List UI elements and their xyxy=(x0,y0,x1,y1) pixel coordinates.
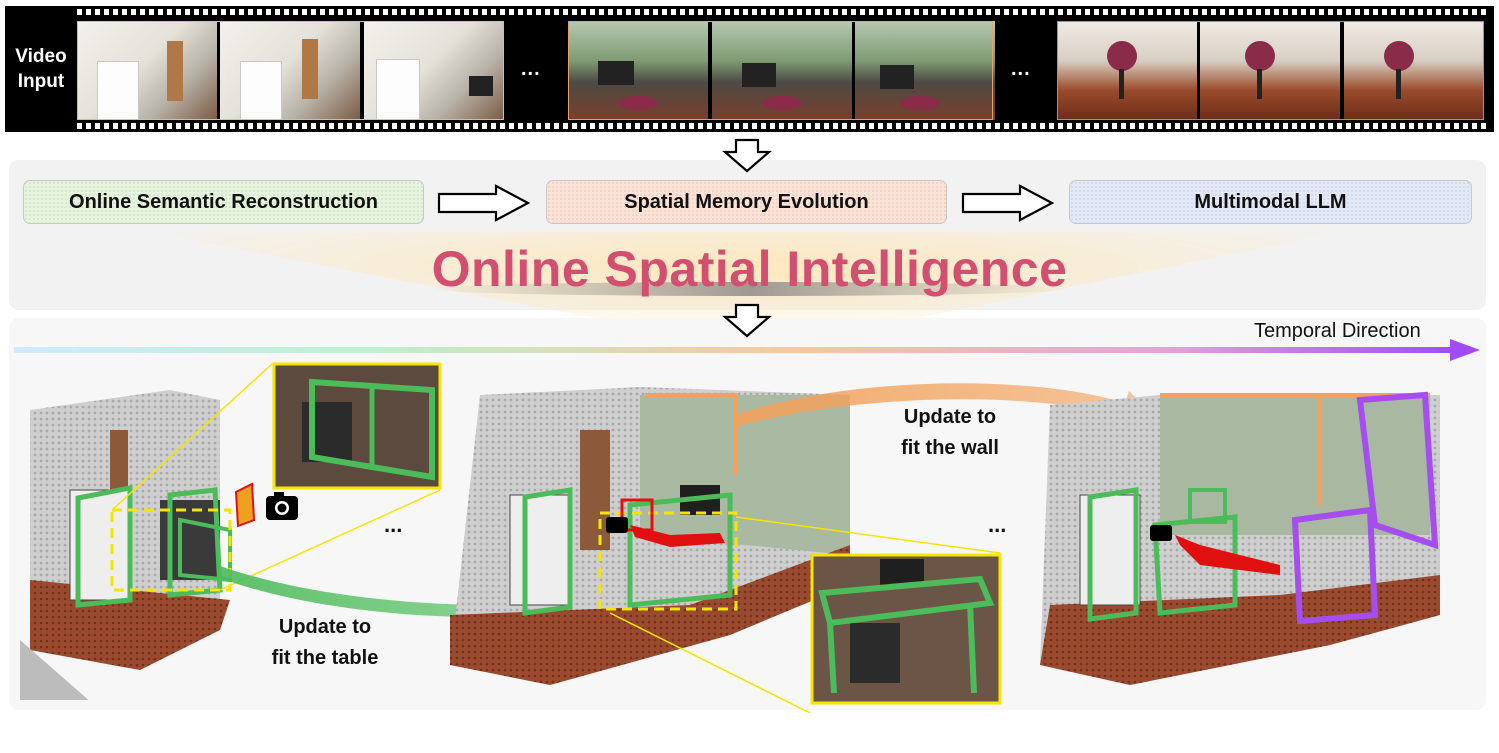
inset-table-after xyxy=(810,553,1002,705)
inset-leader-lines xyxy=(609,516,1001,714)
diagram-title: Online Spatial Intelligence xyxy=(431,241,1068,297)
ellipsis: ... xyxy=(988,512,1007,537)
ellipsis: ... xyxy=(521,58,541,80)
stage-online-semantic-reconstruction: Online Semantic Reconstruction xyxy=(23,180,424,224)
title-shadow xyxy=(430,282,1070,296)
caption-fit-wall: Update to fit the wall xyxy=(901,406,999,459)
filmstrip-perforations-bottom xyxy=(77,123,1487,129)
point-cloud-scene-3 xyxy=(1040,391,1440,685)
camera-icon xyxy=(234,482,298,528)
inset-table-before xyxy=(272,362,442,490)
inset-leader-lines xyxy=(111,363,441,591)
stage-multimodal-llm: Multimodal LLM xyxy=(1069,180,1472,224)
right-arrow-icon xyxy=(437,184,531,222)
point-cloud-scene-2 xyxy=(450,387,850,685)
down-arrow-icon xyxy=(722,303,772,338)
video-frame xyxy=(220,21,360,120)
temporal-direction-label: Temporal Direction xyxy=(1254,320,1421,342)
video-frame xyxy=(712,21,852,120)
ellipsis: ... xyxy=(1011,58,1031,80)
video-input-label: Video Input xyxy=(15,46,67,92)
video-frame xyxy=(1200,21,1340,120)
video-frame xyxy=(1344,21,1484,120)
video-frame xyxy=(77,21,217,120)
video-frame xyxy=(568,21,708,120)
video-frame xyxy=(364,21,504,120)
temporal-direction-arrow xyxy=(14,339,1480,361)
filmstrip-perforations-top xyxy=(77,9,1487,15)
video-frame xyxy=(855,21,995,120)
point-cloud-scene-1 xyxy=(20,390,232,700)
video-frame xyxy=(1057,21,1197,120)
ellipsis: ... xyxy=(384,512,403,537)
down-arrow-icon xyxy=(722,138,772,173)
stage-spatial-memory-evolution: Spatial Memory Evolution xyxy=(546,180,947,224)
right-arrow-icon xyxy=(961,184,1055,222)
video-filmstrip: Video Input ... ... xyxy=(5,6,1494,132)
update-wall-arrow xyxy=(735,383,1155,431)
caption-fit-table: Update to fit the table xyxy=(271,616,379,669)
